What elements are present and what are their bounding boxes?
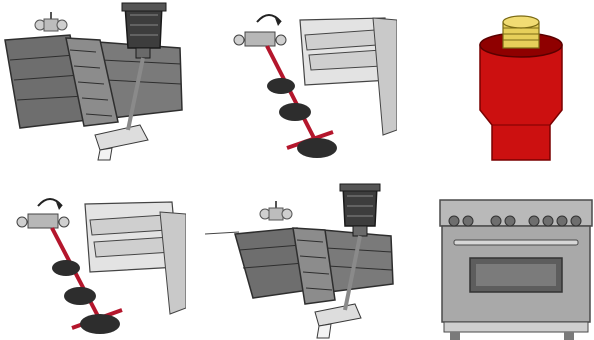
panel-wrench-top-middle [205, 0, 397, 165]
brass-cap [503, 16, 539, 48]
gasket-discs [267, 78, 337, 158]
wrench-illustration-2 [0, 182, 186, 340]
pipe-assembly [85, 202, 186, 314]
mounting-bracket [95, 125, 148, 160]
wrench-head [234, 32, 286, 46]
panel-drill-on-panels-bottom-middle [205, 182, 397, 340]
panel-capped-pipe-top-right [430, 0, 594, 165]
oven-door-handle [454, 240, 578, 245]
red-gas-pipe [480, 33, 562, 160]
oven-window [470, 258, 562, 292]
capped-pipe-illustration [430, 0, 594, 165]
gas-range-illustration [430, 182, 594, 340]
mounting-bracket [315, 304, 361, 338]
pipe-assembly [300, 18, 397, 135]
wrench-illustration-1 [205, 0, 397, 165]
drill-illustration-2 [205, 182, 397, 340]
fitting-icon [260, 201, 292, 220]
fitting-icon [35, 12, 67, 31]
rotation-arrow-icon [257, 15, 281, 26]
rotation-arrow-icon [38, 199, 62, 210]
panel-gas-range-bottom-right [430, 182, 594, 340]
wrench-head [17, 214, 69, 228]
panel-drill-on-panels-top-left [0, 0, 186, 165]
guide-line [205, 232, 239, 234]
panel-wrench-bottom-left [0, 182, 186, 340]
drill-illustration-1 [0, 0, 186, 165]
